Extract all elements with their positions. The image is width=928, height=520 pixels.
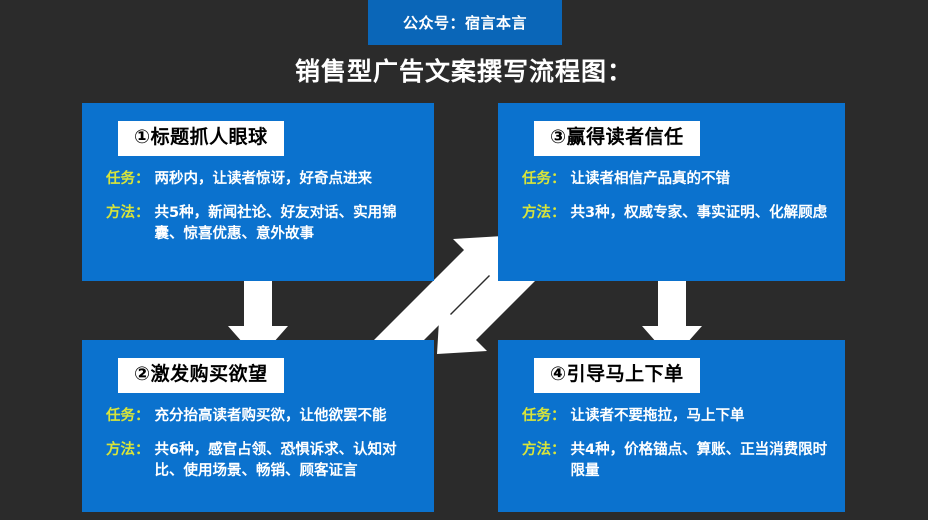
card-step-1-rows: 任务： 两秒内，让读者惊讶，好奇点进来 方法： 共5种，新闻社论、好友对话、实用… [106,169,424,258]
card-step-2-rows: 任务： 充分抬高读者购买欲，让他欲罢不能 方法： 共6种，感官占领、恐惧诉求、认… [106,406,424,495]
card-step-3-badge: ③赢得读者信任 [534,121,700,156]
card-step-4-badge: ④引导马上下单 [534,358,700,393]
card-step-4-rows: 任务： 让读者不要拖拉，马上下单 方法： 共4种，价格锚点、算账、正当消费限时限… [522,406,835,495]
card-step-1-row-method-value: 共5种，新闻社论、好友对话、实用锦囊、惊喜优惠、意外故事 [154,205,397,243]
card-step-3: ③赢得读者信任 任务： 让读者相信产品真的不错 方法： 共3种，权威专家、事实证… [498,103,845,281]
card-step-4-row-method: 方法： 共4种，价格锚点、算账、正当消费限时限量 [522,440,835,482]
account-banner: 公众号：宿言本言 [368,0,562,45]
account-banner-text: 公众号：宿言本言 [402,14,527,32]
card-step-1-row-method: 方法： 共5种，新闻社论、好友对话、实用锦囊、惊喜优惠、意外故事 [106,203,424,245]
card-step-2-row-method: 方法： 共6种，感官占领、恐惧诉求、认知对比、使用场景、畅销、顾客证言 [106,440,424,482]
card-step-1-row-task: 任务： 两秒内，让读者惊讶，好奇点进来 [106,169,424,190]
card-step-3-row-method: 方法： 共3种，权威专家、事实证明、化解顾虑 [522,203,835,224]
card-step-4-row-task: 任务： 让读者不要拖拉，马上下单 [522,406,835,427]
card-step-2-row-task-value: 充分抬高读者购买欲，让他欲罢不能 [154,408,387,424]
card-step-4-row-method-label: 方法： [522,442,566,459]
card-step-3-rows: 任务： 让读者相信产品真的不错 方法： 共3种，权威专家、事实证明、化解顾虑 [522,169,835,237]
card-step-1: ①标题抓人眼球 任务： 两秒内，让读者惊讶，好奇点进来 方法： 共5种，新闻社论… [82,103,434,281]
card-step-4-row-task-value: 让读者不要拖拉，马上下单 [570,408,745,424]
card-step-3-row-method-label: 方法： [522,205,566,222]
card-step-2-badge: ②激发购买欲望 [118,358,284,393]
card-step-1-badge: ①标题抓人眼球 [118,121,284,156]
card-step-2-row-method-value: 共6种，感官占领、恐惧诉求、认知对比、使用场景、畅销、顾客证言 [154,442,397,480]
card-step-2: ②激发购买欲望 任务： 充分抬高读者购买欲，让他欲罢不能 方法： 共6种，感官占… [82,340,434,512]
card-step-2-row-task: 任务： 充分抬高读者购买欲，让他欲罢不能 [106,406,424,427]
card-step-4-row-task-label: 任务： [522,408,566,424]
card-step-1-row-task-label: 任务： [106,171,150,187]
card-step-4-row-method-value: 共4种，价格锚点、算账、正当消费限时限量 [570,442,828,480]
page-title: 销售型广告文案撰写流程图： [294,57,633,86]
card-step-2-row-task-label: 任务： [106,408,150,424]
card-step-3-row-task-label: 任务： [522,171,566,187]
card-step-1-row-task-value: 两秒内，让读者惊讶，好奇点进来 [154,171,373,187]
card-step-4: ④引导马上下单 任务： 让读者不要拖拉，马上下单 方法： 共4种，价格锚点、算账… [498,340,845,512]
card-step-3-row-method-value: 共3种，权威专家、事实证明、化解顾虑 [570,205,828,222]
card-step-3-row-task-value: 让读者相信产品真的不错 [570,171,731,187]
card-step-2-row-method-label: 方法： [106,442,150,459]
card-step-1-row-method-label: 方法： [106,205,150,222]
card-step-3-row-task: 任务： 让读者相信产品真的不错 [522,169,835,190]
